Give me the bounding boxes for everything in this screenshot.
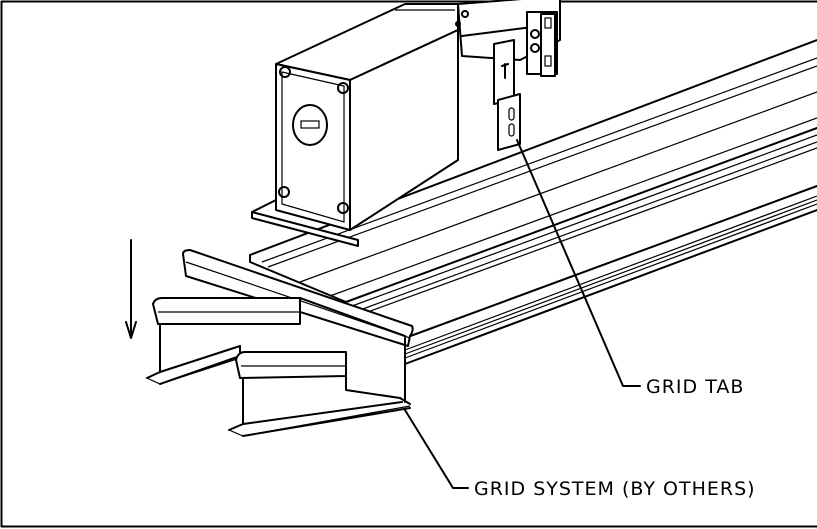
ceiling-grid-tees <box>146 249 414 437</box>
down-arrow-icon <box>125 239 137 339</box>
grid-tab-leader <box>516 139 641 387</box>
mounting-bracket <box>455 0 561 77</box>
grid-system-label: GRID SYSTEM (BY OTHERS) <box>474 478 756 500</box>
grid-system-leader <box>404 409 469 489</box>
grid-tab-clip <box>493 39 521 151</box>
grid-tab-label: GRID TAB <box>646 376 744 398</box>
driver-box <box>251 3 459 247</box>
fixture-extrusion <box>249 39 817 365</box>
